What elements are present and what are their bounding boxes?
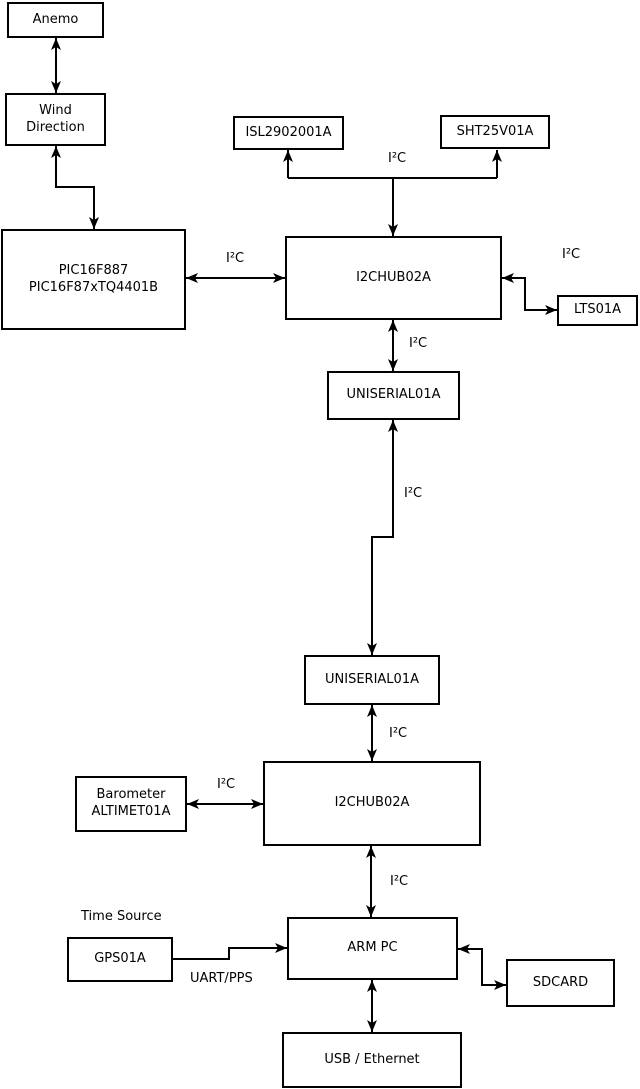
edge-label-i2c-hub1-lts: I²C [562, 247, 581, 262]
node-pic16f887: PIC16F887 PIC16F87xTQ4401B [1, 229, 186, 330]
node-arm-pc: ARM PC [287, 917, 458, 980]
edge-label-i2c-uniserial2-hub2: I²C [389, 726, 408, 741]
node-uniserial-top: UNISERIAL01A [327, 371, 460, 420]
label-uart-pps: UART/PPS [190, 971, 253, 986]
node-lts01a: LTS01A [557, 295, 638, 326]
node-anemo: Anemo [7, 2, 104, 38]
edge-label-i2c-pic-hub1: I²C [226, 251, 245, 266]
connector-uniserial1-uniserial2 [367, 420, 398, 655]
node-i2c-hub-bottom: I2CHUB02A [263, 761, 481, 846]
node-barometer: Barometer ALTIMET01A [75, 776, 187, 832]
edge-label-i2c-barometer-hub2: I²C [217, 777, 236, 792]
node-sdcard: SDCARD [506, 959, 615, 1007]
node-gps01a: GPS01A [67, 937, 173, 982]
node-wind-direction: Wind Direction [5, 93, 106, 146]
connector-hub1-lts [502, 273, 557, 315]
node-sht25v01a: SHT25V01A [440, 115, 550, 149]
connector-gps-armpc [173, 943, 287, 960]
edge-label-i2c-long-link: I²C [404, 486, 423, 501]
edge-label-i2c-hub2-armpc: I²C [390, 874, 409, 889]
edge-label-i2c-hub1-uniserial1: I²C [409, 336, 428, 351]
node-i2c-hub-top: I2CHUB02A [285, 236, 502, 320]
connector-wind-pic [51, 146, 99, 229]
node-uniserial-bottom: UNISERIAL01A [304, 655, 440, 705]
node-usb-ethernet: USB / Ethernet [282, 1032, 462, 1088]
edge-label-i2c-top-branch: I²C [388, 151, 407, 166]
label-time-source: Time Source [81, 909, 162, 924]
node-isl2902001a: ISL2902001A [233, 116, 344, 150]
connector-armpc-sdcard [458, 944, 506, 990]
